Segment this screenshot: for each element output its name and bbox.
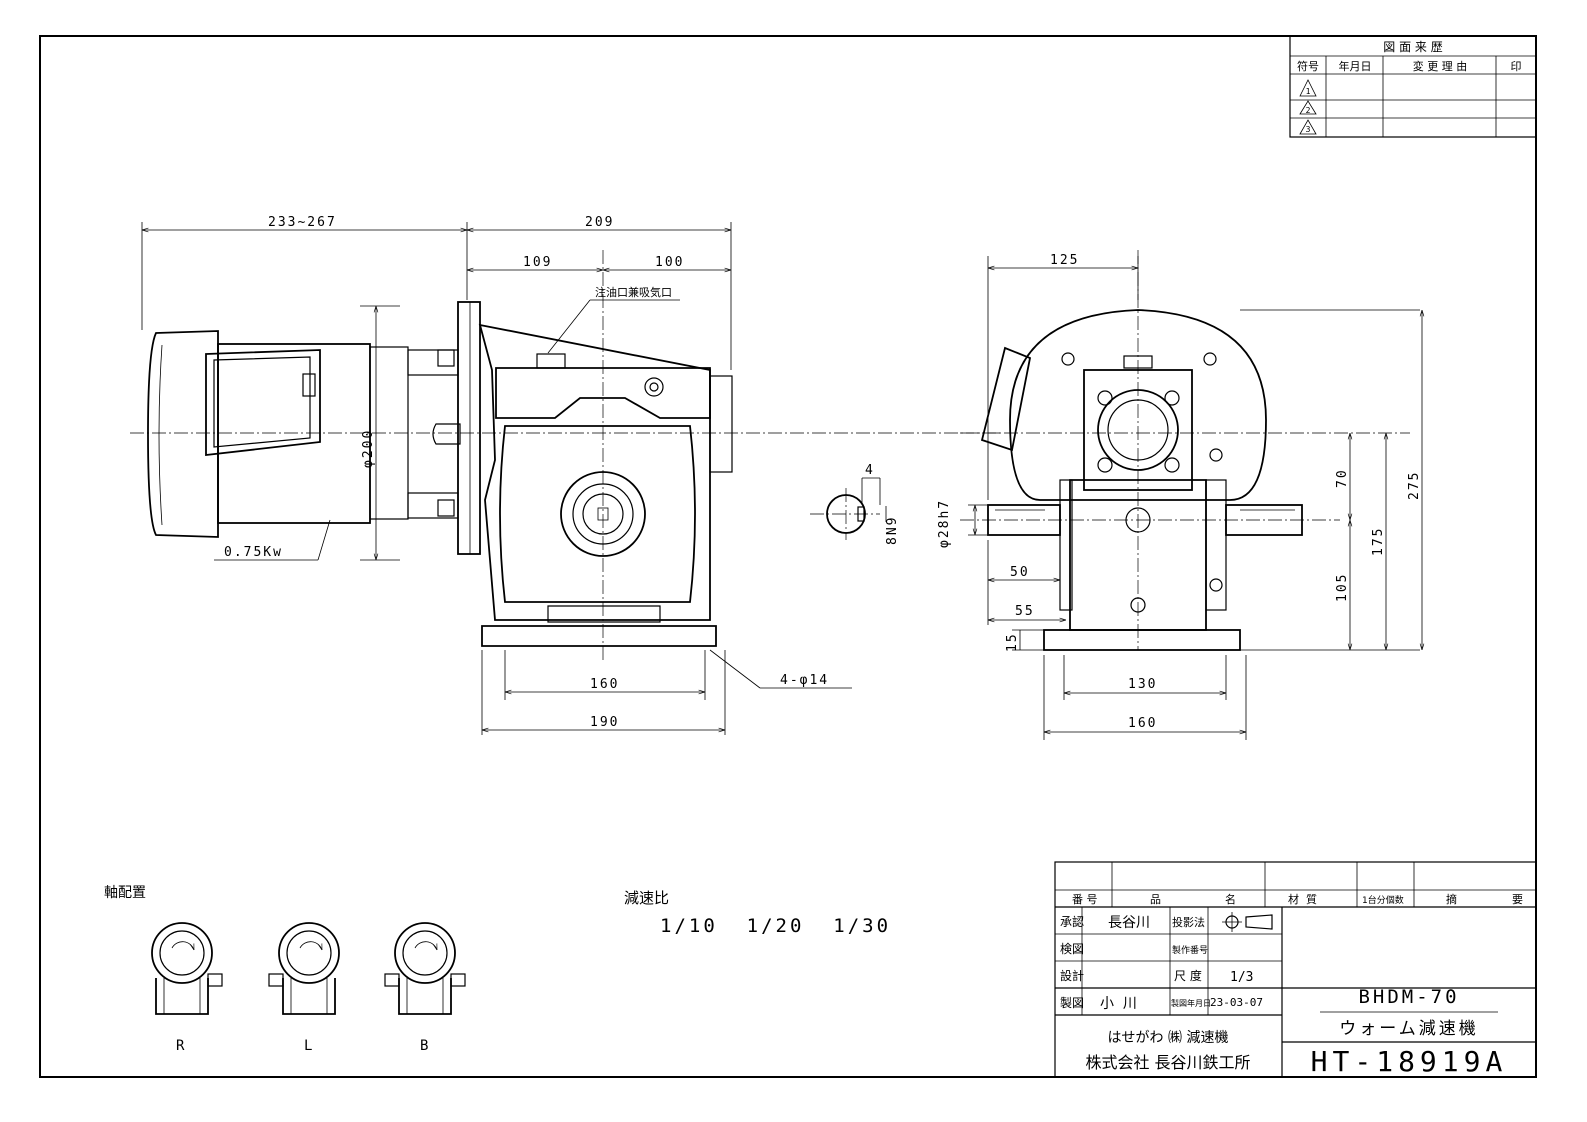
reduction-ratios: 1/10 1/20 1/30 [660,915,891,937]
revision-table-title: 図 面 来 歴 [1383,40,1442,54]
arrangement-b [384,922,466,1015]
tb-header-note-1: 摘 [1446,892,1457,906]
shaft-end-view [810,488,880,540]
arrangement-r [151,922,223,1015]
tb-header-note-2: 要 [1512,893,1523,906]
arrangement-b-label: B [420,1038,428,1054]
arrangement-l-label: L [304,1038,312,1054]
shaft-arrangement-label: 軸配置 [104,885,146,901]
dim-key-width: 4 [865,463,875,478]
tb-design-label: 設計 [1060,968,1084,983]
dim-h175: 175 [1371,527,1386,556]
revision-mark-2: 2 [1306,106,1311,115]
dim-h70: 70 [1335,468,1350,488]
side-view [960,250,1410,651]
revision-mark-1: 1 [1306,87,1311,96]
front-view [130,250,1000,660]
dim-keyway: 8N9 [885,516,900,545]
revision-header-date: 年月日 [1339,59,1372,73]
tb-date-value: 23-03-07 [1210,996,1263,1009]
revision-header-stamp: 印 [1511,60,1522,73]
tb-approve-name: 長谷川 [1108,915,1150,931]
tb-header-name-2: 名 [1225,892,1236,906]
revision-table: 図 面 来 歴 符号 年月日 変 更 理 由 印 1 2 3 [1289,35,1537,138]
tb-header-qty: 1台分個数 [1362,894,1404,906]
tb-projection-label: 投影法 [1172,915,1205,929]
tb-model: BHDM-70 [1358,986,1459,1008]
dim-center-to-end: 100 [655,255,684,270]
dim-base-inner: 160 [590,677,619,692]
dim-flange-to-end: 209 [585,215,614,230]
dim-motor-length: 233~267 [268,215,337,230]
dim-shaft-50: 50 [1010,565,1030,580]
revision-header-mark: 符号 [1297,60,1319,73]
arrangement-r-label: R [176,1038,185,1054]
tb-check-label: 検図 [1060,942,1084,956]
dim-shaft-55: 55 [1015,604,1035,619]
reduction-ratio-label: 減速比 [624,889,669,907]
revision-mark-3: 3 [1306,125,1311,134]
dim-side-width: 125 [1050,253,1079,268]
tb-company: 株式会社 長谷川鉄工所 [1085,1053,1250,1072]
dim-base-thickness: 15 [1005,632,1020,652]
dim-flange-to-center: 109 [523,255,552,270]
tb-brand: はせがわ ㈱ 減速機 [1108,1029,1229,1046]
projection-symbol-icon [1222,912,1273,932]
dim-holes: 4-φ14 [780,673,829,688]
oil-port-label: 注油口兼吸気口 [595,285,672,299]
tb-serial-label: 製作番号 [1172,944,1208,956]
dim-side-base-inner: 130 [1128,677,1157,692]
tb-scale-value: 1/3 [1230,970,1253,985]
tb-date-label: 製図年月日 [1171,998,1211,1008]
arrangement-l [268,922,340,1015]
tb-header-name-1: 品 [1150,893,1161,906]
tb-product: ウォーム減速機 [1339,1019,1479,1039]
dim-motor-power: 0.75Kw [224,545,283,560]
tb-scale-label: 尺 度 [1174,968,1202,983]
tb-drawn-label: 製図 [1060,996,1084,1010]
dim-motor-diameter: φ200 [361,429,376,468]
dim-base-outer: 190 [590,715,619,730]
drawing-border [39,35,1537,1078]
dim-h275: 275 [1407,471,1422,500]
dim-h105: 105 [1335,573,1350,602]
dimension-lines [141,222,1422,740]
tb-header-material: 材 質 [1288,892,1317,906]
dim-shaft-diameter: φ28h7 [937,499,952,548]
tb-drawn-name: 小 川 [1100,996,1137,1012]
revision-header-reason: 変 更 理 由 [1413,59,1468,73]
tb-approve-label: 承認 [1060,914,1084,929]
tb-drawing-number: HT-18919A [1311,1045,1508,1078]
dimension-texts: 233~267 209 109 100 注油口兼吸気口 φ200 0.75Kw … [224,215,1422,731]
title-block: 番 号 品 名 材 質 1台分個数 摘 要 承認 長谷川 投影法 検図 製作番号… [1054,861,1537,1078]
shaft-arrangement: 軸配置 R L [104,885,466,1054]
tb-header-number: 番 号 [1072,893,1098,906]
dim-side-base-outer: 160 [1128,716,1157,731]
